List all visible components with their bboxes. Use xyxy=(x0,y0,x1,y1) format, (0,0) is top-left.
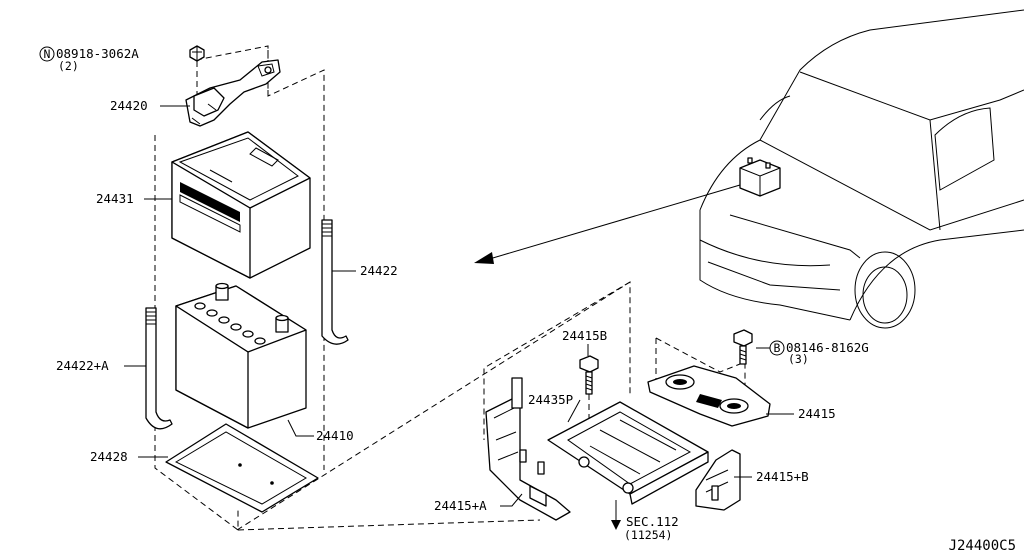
bracket-top-part xyxy=(647,365,771,427)
hold-down-rod-left xyxy=(145,307,173,430)
callout-bolt: B 08146-8162G (3) xyxy=(769,340,869,366)
diagram-code: J24400C5 xyxy=(949,538,1016,554)
battery-clamp-part xyxy=(185,59,281,127)
bolt-part-2 xyxy=(733,329,753,365)
label-24415-b: 24415+B xyxy=(756,469,809,484)
nut-part xyxy=(189,45,205,100)
callout-bolt-text: 08146-8162G xyxy=(786,340,869,355)
label-24428: 24428 xyxy=(90,449,128,464)
callout-nut-prefix: N xyxy=(44,47,51,61)
label-24420: 24420 xyxy=(110,98,148,113)
mount-outline xyxy=(483,281,746,440)
hold-down-rod-right xyxy=(321,219,349,345)
section-arrow xyxy=(611,500,621,530)
leader-lines xyxy=(124,105,794,507)
location-arrow xyxy=(474,184,741,264)
callout-bolt-qty: (3) xyxy=(788,352,809,366)
label-24422: 24422 xyxy=(360,263,398,278)
section-ref-sub: (11254) xyxy=(624,528,672,542)
vehicle-illustration xyxy=(699,9,1024,329)
callout-bolt-prefix: B xyxy=(774,341,781,355)
bracket-left-part xyxy=(485,377,571,521)
callout-nut-qty: (2) xyxy=(58,59,79,73)
battery-tray-part xyxy=(165,423,319,513)
section-ref-text: SEC.112 xyxy=(626,514,679,529)
label-24415: 24415 xyxy=(798,406,836,421)
label-24415-a: 24415+A xyxy=(434,498,487,513)
battery-part xyxy=(175,282,307,429)
callout-nut: N 08918-3062A (2) xyxy=(39,46,139,73)
label-24415b-top: 24415B xyxy=(562,328,607,343)
label-24410: 24410 xyxy=(316,428,354,443)
mounting-plate-part xyxy=(547,401,709,505)
callout-nut-text: 08918-3062A xyxy=(56,46,139,61)
battery-cover-part xyxy=(171,131,311,279)
label-24431: 24431 xyxy=(96,191,134,206)
label-24435p: 24435P xyxy=(528,392,573,407)
label-24422-a: 24422+A xyxy=(56,358,109,373)
